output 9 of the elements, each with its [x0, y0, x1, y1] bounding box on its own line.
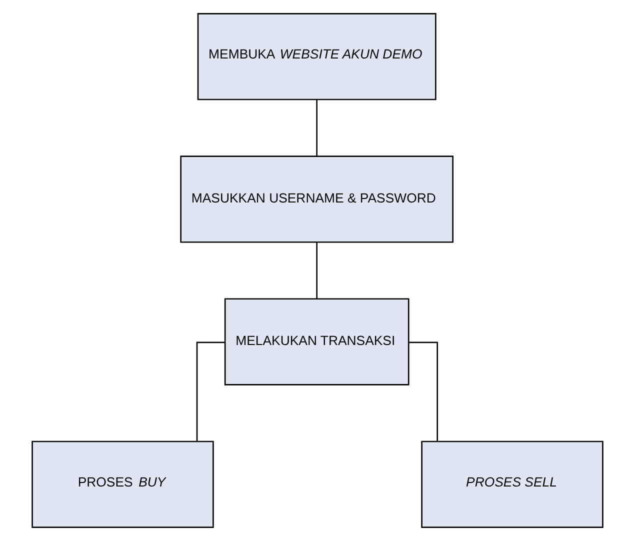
connector: [316, 242, 317, 299]
node-box: MASUKKAN USERNAME & PASSWORD: [180, 156, 453, 243]
node-box: MELAKUKAN TRANSAKSI: [224, 298, 409, 386]
node-box: PROSES SELL: [420, 440, 603, 528]
connector: [196, 342, 224, 442]
connector: [408, 342, 438, 442]
node-box: MEMBUKA WEBSITE AKUN DEMO: [196, 13, 436, 100]
connector: [316, 100, 317, 156]
node-box: PROSES BUY: [31, 440, 214, 528]
